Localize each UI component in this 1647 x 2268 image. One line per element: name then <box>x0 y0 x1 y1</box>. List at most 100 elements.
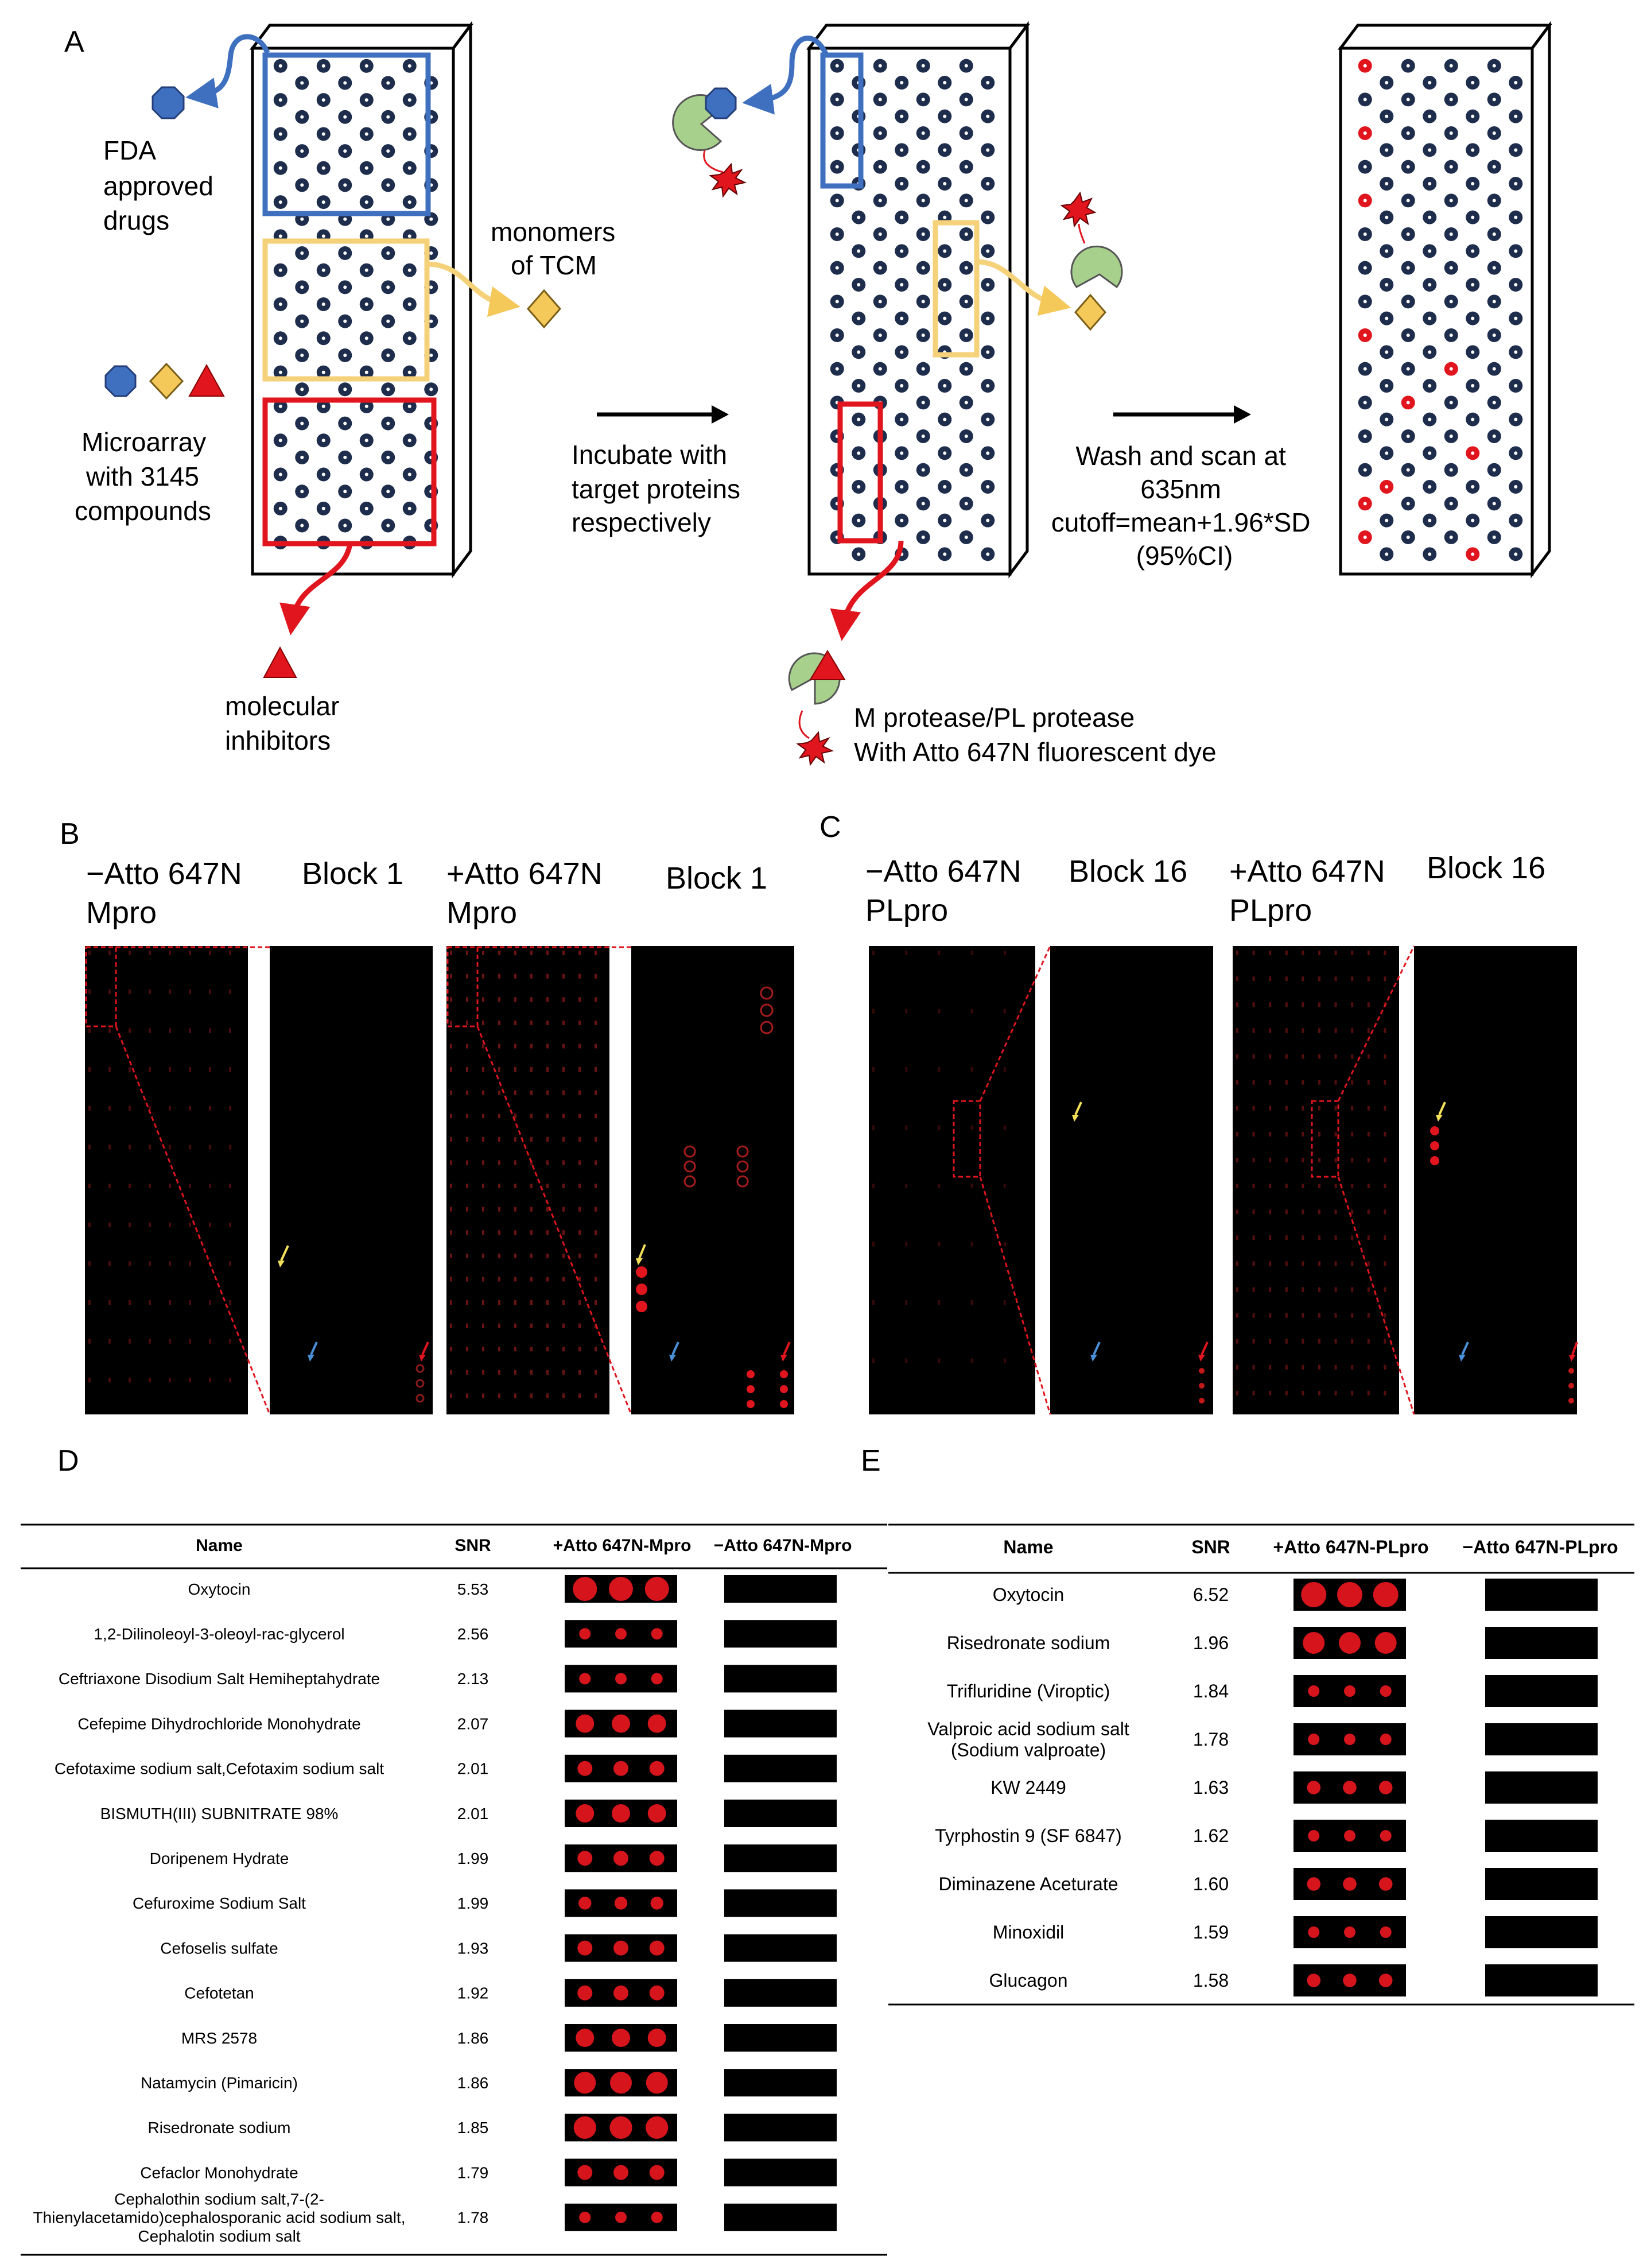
array-spot-center <box>1428 316 1432 320</box>
faint-spot <box>88 1106 91 1111</box>
compound-name: KW 2449 <box>990 1777 1066 1798</box>
faint-spot <box>1302 1339 1304 1344</box>
faint-spot <box>466 1090 468 1095</box>
faint-spot <box>1252 1184 1255 1188</box>
array-spot-center <box>407 98 411 102</box>
fluorescent-spot <box>612 1804 630 1823</box>
faint-spot <box>149 1261 151 1266</box>
array-spot-center <box>343 183 347 187</box>
faint-spot <box>1285 1209 1288 1215</box>
negative-spot-image <box>1485 1627 1598 1659</box>
faint-spot <box>578 1370 581 1375</box>
b-pos-block-spots <box>636 986 791 1408</box>
array-spot-center <box>857 417 861 421</box>
faint-spot <box>466 1323 468 1328</box>
faint-spot <box>970 1184 973 1188</box>
faint-spot <box>1351 1106 1354 1111</box>
array-spot-center <box>321 303 325 306</box>
array-spot-center <box>900 485 904 489</box>
fluorescent-spot <box>609 2116 632 2139</box>
array-spot-center <box>429 353 433 357</box>
faint-spot <box>872 1125 875 1130</box>
compound-name: Cephalothin sodium salt,7-(2-Thienylacet… <box>33 2190 405 2244</box>
faint-spot <box>189 1222 191 1227</box>
array-spot-center <box>1471 552 1475 556</box>
array-spot-center <box>964 98 968 102</box>
faint-spot <box>578 1020 581 1025</box>
array-spot-center <box>878 199 882 203</box>
compound-name: Cefotaxime sodium salt,Cefotaxim sodium … <box>55 1760 384 1778</box>
fda-region-box <box>262 52 431 216</box>
array-spot-center <box>321 64 325 68</box>
array-spot-center <box>386 285 390 289</box>
faint-spot <box>530 1067 533 1072</box>
faint-spot <box>466 974 468 979</box>
faint-spot <box>1236 1184 1238 1188</box>
array-spot-center <box>1514 148 1518 152</box>
table-row: BISMUTH(III) SUBNITRATE 98%2.01 <box>100 1800 837 1827</box>
faint-spot <box>466 1044 468 1049</box>
faint-spot <box>450 1160 452 1165</box>
faint-spot <box>1302 976 1304 982</box>
array-spot-center <box>1471 451 1475 455</box>
array-spot-center <box>878 131 882 135</box>
array-spot-center <box>835 98 839 102</box>
faint-spot <box>970 1067 973 1072</box>
faint-spot <box>450 1184 452 1188</box>
faint-spot <box>872 951 875 955</box>
array-spot-center <box>1449 98 1453 102</box>
array-spot-center <box>386 421 390 425</box>
c-pos-block-image <box>1414 946 1577 1414</box>
array-spot-center <box>1385 417 1389 421</box>
faint-spot <box>450 1044 452 1049</box>
array-spot-center <box>943 316 947 320</box>
array-spot-center <box>321 200 325 204</box>
c-neg-block-marks <box>1072 1102 1209 1404</box>
faint-spot <box>546 1090 549 1095</box>
faint-spot <box>546 1230 549 1235</box>
array-spot-center <box>407 404 411 408</box>
array-spot-center <box>857 316 861 320</box>
snr-value: 1.84 <box>1193 1681 1229 1701</box>
array-spot-center <box>1492 401 1496 405</box>
array-spot-center <box>364 506 368 510</box>
faint-spot <box>938 1067 941 1072</box>
array-spot-center <box>1492 334 1496 337</box>
array-spot-center <box>1492 435 1496 438</box>
fluorescent-spot <box>578 1897 592 1910</box>
faint-spot <box>1269 1131 1272 1137</box>
faint-spot <box>562 1230 565 1235</box>
faint-spot <box>1334 951 1337 955</box>
faint-spot <box>209 989 211 994</box>
faint-spot <box>595 951 597 955</box>
compound-name: Ceftriaxone Disodium Salt Hemiheptahydra… <box>59 1670 380 1688</box>
array-spot-center <box>1449 367 1453 371</box>
snr-value: 1.78 <box>457 2209 489 2227</box>
faint-spot <box>498 1300 500 1305</box>
faint-spot <box>1269 951 1272 955</box>
array-spot-center <box>1385 249 1389 253</box>
fluorescent-spot <box>1378 1974 1393 1987</box>
faint-spot <box>482 1160 484 1165</box>
slide-incubated <box>806 21 1030 579</box>
faint-spot <box>1334 1080 1337 1085</box>
array-spot-center <box>835 232 839 236</box>
panel-d: D Name SNR +Atto 647N-Mpro −Atto 647N-Mp… <box>21 1444 887 2256</box>
snr-value: 1.85 <box>457 2119 489 2137</box>
b-neg-block-label: Block 1 <box>302 856 403 891</box>
fluorescent-spot <box>646 2116 669 2139</box>
array-spot-center <box>1449 502 1453 506</box>
faint-spot <box>1252 1002 1255 1007</box>
array-spot-center <box>1492 502 1496 506</box>
array-spot-center <box>921 435 925 438</box>
faint-spot <box>546 997 549 1002</box>
faint-spot <box>1367 1287 1370 1292</box>
c-pos-array-image <box>1233 946 1399 1414</box>
compound-name: Doripenem Hydrate <box>150 1850 289 1867</box>
array-spot-center <box>964 131 968 135</box>
negative-spot-image <box>1485 1916 1598 1948</box>
faint-spot <box>1252 1235 1255 1240</box>
faint-spot <box>546 1020 549 1025</box>
